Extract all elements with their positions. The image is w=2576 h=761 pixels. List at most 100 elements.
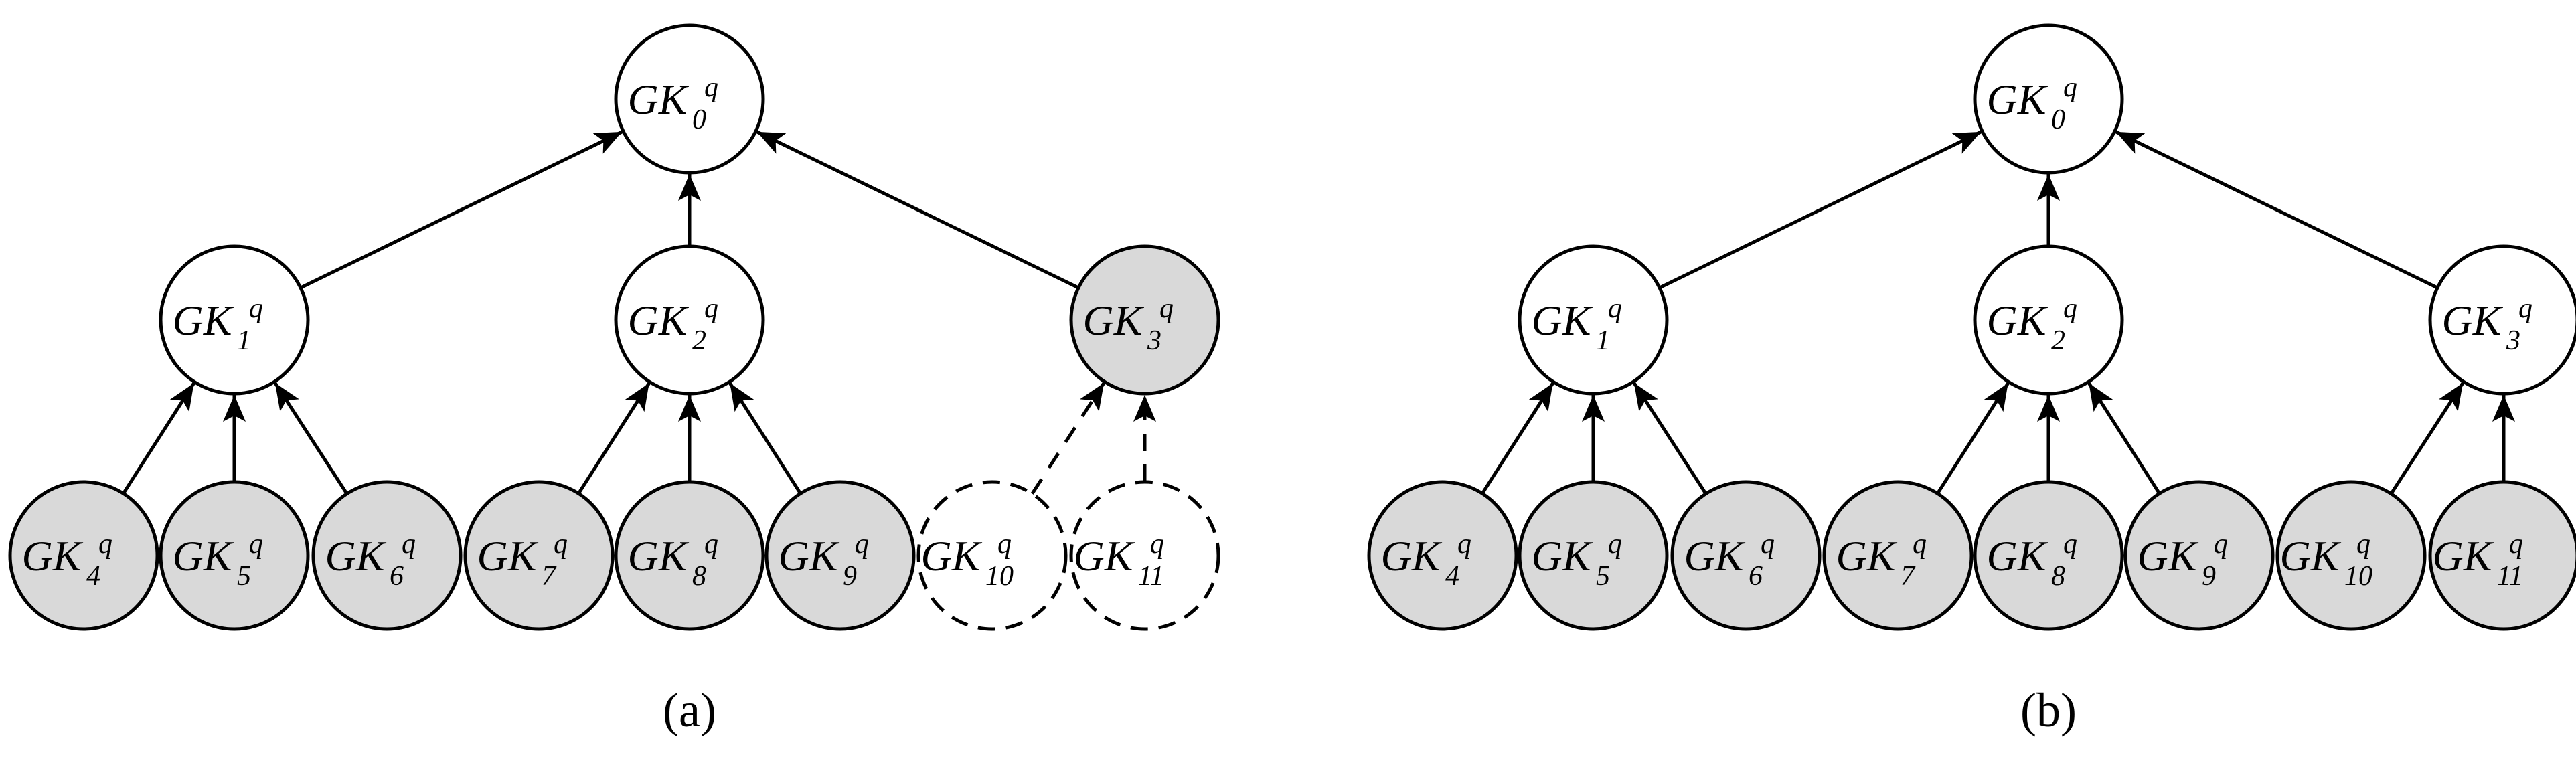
node-label-sub: 8 bbox=[2051, 561, 2065, 592]
node-label-sub: 3 bbox=[2506, 325, 2520, 356]
node-gk-10: GK q10 bbox=[916, 480, 1068, 631]
node-circle bbox=[1822, 480, 1974, 631]
node-circle bbox=[2428, 244, 2576, 396]
node-label-sup: q bbox=[1159, 293, 1174, 324]
node-label-sub: 7 bbox=[542, 561, 557, 592]
node-label-sup: q bbox=[2509, 529, 2523, 560]
node-circle bbox=[2428, 480, 2576, 631]
node-label-base: GK bbox=[2433, 532, 2494, 580]
node-label-base: GK bbox=[325, 532, 387, 580]
node-label-sup: q bbox=[2356, 529, 2370, 560]
node-circle bbox=[1518, 244, 1669, 396]
node-label-sup: q bbox=[704, 72, 718, 103]
node-circle bbox=[1367, 480, 1518, 631]
node-circle bbox=[614, 244, 765, 396]
node-label-sup: q bbox=[997, 529, 1012, 560]
node-circle bbox=[764, 480, 916, 631]
node-label-base: GK bbox=[173, 532, 234, 580]
node-label-sup: q bbox=[554, 529, 568, 560]
node-label-sub: 6 bbox=[1749, 561, 1763, 592]
edge-arrow-6-to-1 bbox=[273, 382, 349, 495]
node-label-sup: q bbox=[2214, 529, 2228, 560]
node-label-sup: q bbox=[1761, 529, 1775, 560]
node-label-sub: 0 bbox=[692, 104, 706, 135]
node-label-base: GK bbox=[628, 532, 690, 580]
node-circle bbox=[1973, 244, 2124, 396]
node-label-sub: 10 bbox=[985, 561, 1014, 592]
node-label-sub: 6 bbox=[390, 561, 404, 592]
node-label-sup: q bbox=[1608, 529, 1622, 560]
node-circle bbox=[1069, 480, 1220, 631]
edge-arrow-4-to-1 bbox=[1481, 382, 1554, 495]
node-label-sub: 7 bbox=[1901, 561, 1916, 592]
node-label-sup: q bbox=[704, 529, 718, 560]
node-gk-1: GK q1 bbox=[159, 244, 310, 396]
panel-caption: (b) bbox=[2020, 683, 2077, 737]
edge-arrow-10-to-3 bbox=[2389, 382, 2465, 495]
node-label-sub: 2 bbox=[2051, 325, 2065, 356]
node-label-sub: 9 bbox=[2202, 561, 2216, 592]
node-label-sub: 5 bbox=[237, 561, 251, 592]
node-gk-11: GK q11 bbox=[1069, 480, 1220, 631]
edge-arrow-7-to-2 bbox=[577, 382, 651, 495]
node-circle bbox=[463, 480, 615, 631]
node-gk-8: GK q8 bbox=[1973, 480, 2124, 631]
node-gk-6: GK q6 bbox=[311, 480, 463, 631]
node-label-sup: q bbox=[1608, 293, 1622, 324]
node-label-sub: 1 bbox=[237, 325, 251, 356]
node-label-base: GK bbox=[1987, 532, 2048, 580]
node-label-sup: q bbox=[2063, 293, 2077, 324]
node-circle bbox=[1670, 480, 1822, 631]
node-label-base: GK bbox=[1836, 532, 1898, 580]
node-label-base: GK bbox=[1083, 297, 1145, 344]
node-label-sup: q bbox=[249, 293, 263, 324]
node-label-sup: q bbox=[2518, 293, 2532, 324]
node-label-sup: q bbox=[2063, 529, 2077, 560]
node-gk-4: GK q4 bbox=[8, 480, 159, 631]
edge-arrow-9-to-2 bbox=[2087, 382, 2161, 495]
node-gk-7: GK q7 bbox=[463, 480, 615, 631]
node-label-sup: q bbox=[402, 529, 416, 560]
edge-arrow-3-to-0 bbox=[2115, 130, 2439, 290]
node-label-base: GK bbox=[477, 532, 539, 580]
node-label-base: GK bbox=[779, 532, 840, 580]
node-label-sup: q bbox=[98, 529, 112, 560]
node-label-base: GK bbox=[1987, 297, 2048, 344]
node-label-sup: q bbox=[1150, 529, 1164, 560]
node-label-sub: 11 bbox=[1138, 561, 1164, 592]
edge-arrow-1-to-0 bbox=[1658, 130, 1982, 290]
node-label-base: GK bbox=[1074, 532, 1135, 580]
edge-arrow-6-to-1 bbox=[1632, 382, 1708, 495]
node-label-base: GK bbox=[1532, 532, 1593, 580]
node-label-base: GK bbox=[921, 532, 983, 580]
node-label-sub: 0 bbox=[2051, 104, 2065, 135]
node-circle bbox=[2275, 480, 2427, 631]
node-label-base: GK bbox=[173, 297, 234, 344]
node-label-sub: 3 bbox=[1147, 325, 1161, 356]
node-label-base: GK bbox=[1381, 532, 1443, 580]
node-label-base: GK bbox=[628, 297, 690, 344]
edge-arrow-10-to-3 bbox=[1030, 382, 1106, 495]
node-label-sub: 4 bbox=[86, 561, 100, 592]
node-label-sup: q bbox=[2063, 72, 2077, 103]
node-label-sub: 5 bbox=[1596, 561, 1610, 592]
node-label-sup: q bbox=[1457, 529, 1471, 560]
node-label-base: GK bbox=[22, 532, 84, 580]
node-circle bbox=[1069, 244, 1220, 396]
node-gk-3: GK q3 bbox=[1069, 244, 1220, 396]
node-label-base: GK bbox=[628, 76, 690, 123]
node-label-base: GK bbox=[1532, 297, 1593, 344]
